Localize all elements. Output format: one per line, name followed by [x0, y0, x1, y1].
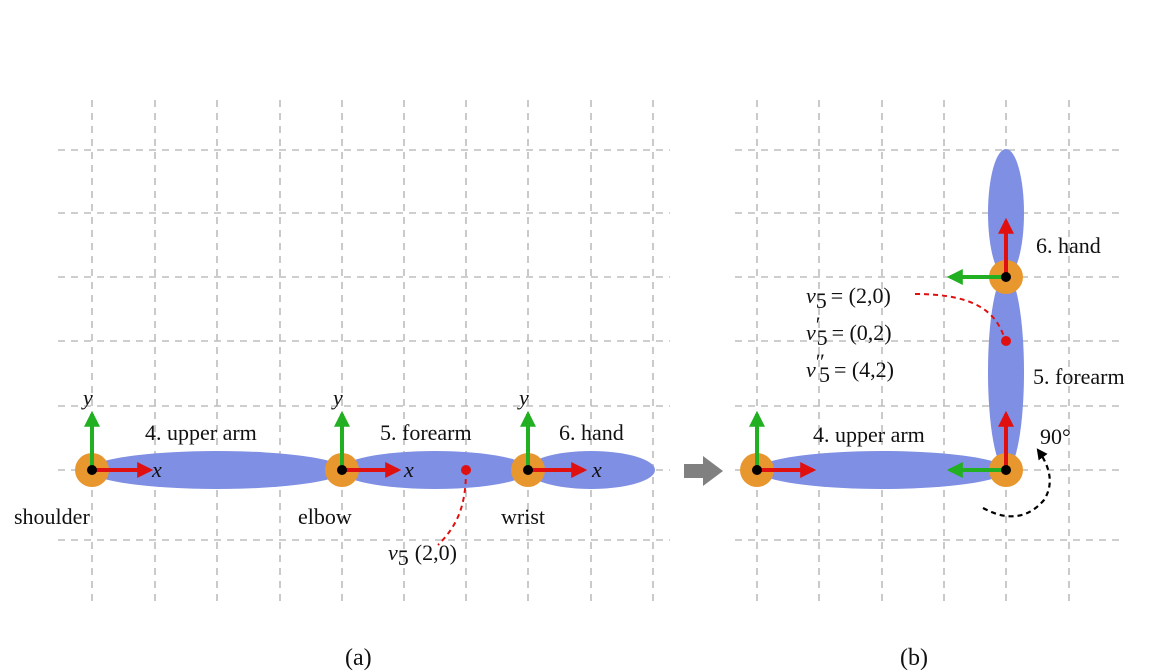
x-axis-label: x: [591, 457, 602, 482]
panel-a-grid: [58, 100, 670, 605]
joint-pin: [523, 465, 533, 475]
joint-pin: [752, 465, 762, 475]
panel-b-caption: (b): [900, 645, 928, 671]
upper-arm-segment: [89, 451, 345, 489]
panel-a: x y x y x y 4. upper arm 5. forearm 6. h…: [14, 100, 670, 671]
segment-label-hand: 6. hand: [559, 420, 624, 445]
joint-pin: [337, 465, 347, 475]
segment-label-upper-arm: 4. upper arm: [813, 422, 925, 447]
panel-b: 4. upper arm 5. forearm 6. hand 90° v5= …: [735, 100, 1125, 671]
equation-v5-double-prime: v″5= (4,2): [806, 349, 894, 387]
x-axis-label: x: [151, 457, 162, 482]
segment-label-hand: 6. hand: [1036, 233, 1101, 258]
segment-label-forearm: 5. forearm: [1033, 364, 1125, 389]
equation-v5-prime: v′5= (0,2): [806, 312, 892, 350]
forearm-segment: [340, 451, 530, 489]
point-v5-label: v5(2,0): [388, 540, 457, 570]
y-axis-label: y: [517, 385, 529, 410]
panel-a-caption: (a): [345, 645, 372, 671]
hand-segment: [988, 149, 1024, 277]
y-axis-label: y: [81, 385, 93, 410]
joint-pin: [1001, 465, 1011, 475]
equation-v5: v5= (2,0): [806, 283, 891, 313]
rotation-angle-label: 90°: [1040, 424, 1071, 449]
y-axis-label: y: [331, 385, 343, 410]
point-leader-line: [437, 469, 467, 546]
segment-label-upper-arm: 4. upper arm: [145, 420, 257, 445]
joint-label-wrist: wrist: [501, 504, 545, 529]
x-axis-label: x: [403, 457, 414, 482]
point-v5: [1001, 336, 1011, 346]
upper-arm-segment: [757, 451, 1007, 489]
segment-label-forearm: 5. forearm: [380, 420, 472, 445]
joint-label-shoulder: shoulder: [14, 504, 90, 529]
joint-label-elbow: elbow: [298, 504, 352, 529]
panel-b-grid: [735, 100, 1125, 605]
rotation-arrow-icon: [982, 448, 1051, 518]
transition-arrow-icon: [684, 456, 723, 486]
hand-segment: [527, 451, 655, 489]
joint-pin: [1001, 272, 1011, 282]
joint-pin: [87, 465, 97, 475]
